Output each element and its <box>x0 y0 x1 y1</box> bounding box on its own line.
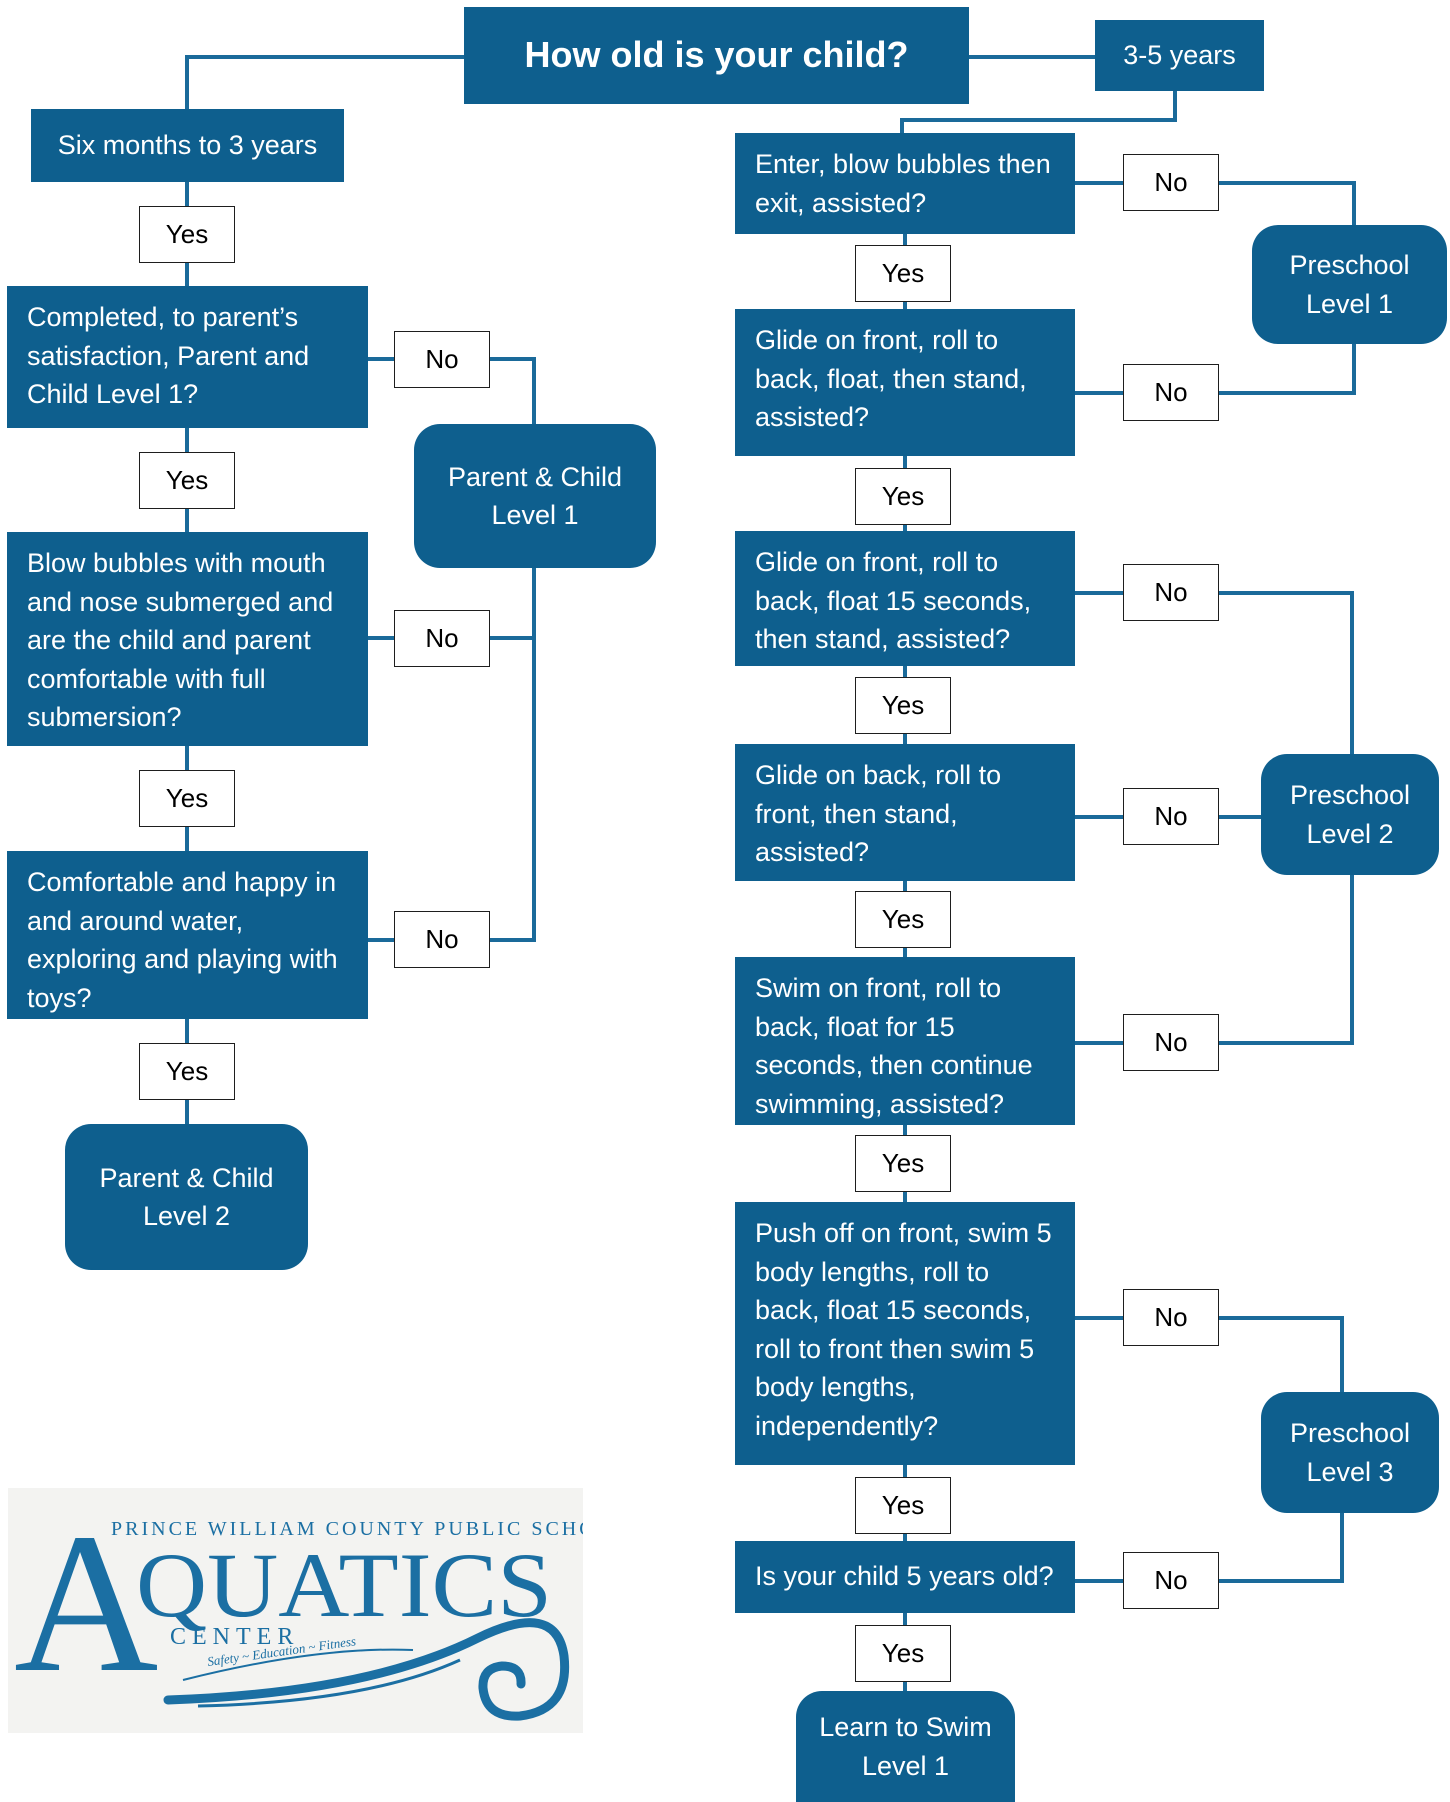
no-label: No <box>1123 364 1219 421</box>
logo-swoosh-line <box>182 1648 414 1681</box>
no-label: No <box>394 911 490 968</box>
yes-label: Yes <box>139 452 235 509</box>
no-label: No <box>1123 788 1219 845</box>
no-label: No <box>394 331 490 388</box>
outcome-preschool-level-3: Preschool Level 3 <box>1261 1392 1439 1513</box>
aquatics-center-logo: PRINCE WILLIAM COUNTY PUBLIC SCHOOLS A Q… <box>8 1488 583 1733</box>
logo-wave-icon <box>163 1618 570 1721</box>
outcome-preschool-level-1: Preschool Level 1 <box>1252 225 1447 344</box>
yes-label: Yes <box>139 1043 235 1100</box>
no-label: No <box>1123 1014 1219 1071</box>
no-label: No <box>394 610 490 667</box>
question-swim-front-float: Swim on front, roll to back, float for 1… <box>735 957 1075 1125</box>
age-six-months-to-3-years: Six months to 3 years <box>31 109 344 182</box>
no-label: No <box>1123 1552 1219 1609</box>
logo-initial-letter: A <box>14 1493 158 1714</box>
yes-label: Yes <box>855 245 951 302</box>
outcome-parent-child-level-1: Parent & Child Level 1 <box>414 424 656 568</box>
question-five-years-old: Is your child 5 years old? <box>735 1541 1075 1613</box>
logo-word: QUATICS <box>136 1534 552 1636</box>
yes-label: Yes <box>855 1625 951 1682</box>
question-glide-back-roll: Glide on back, roll to front, then stand… <box>735 744 1075 881</box>
yes-label: Yes <box>855 677 951 734</box>
question-parent-child-1-completed: Completed, to parent’s satisfaction, Par… <box>7 286 368 428</box>
yes-label: Yes <box>855 1135 951 1192</box>
question-comfortable-in-water: Comfortable and happy in and around wate… <box>7 851 368 1019</box>
question-blow-bubbles-submerged: Blow bubbles with mouth and nose submerg… <box>7 532 368 746</box>
question-glide-front-float-15: Glide on front, roll to back, float 15 s… <box>735 531 1075 666</box>
title-question: How old is your child? <box>464 7 969 104</box>
logo-org-text: PRINCE WILLIAM COUNTY PUBLIC SCHOOLS <box>111 1518 583 1540</box>
yes-label: Yes <box>139 770 235 827</box>
no-label: No <box>1123 1289 1219 1346</box>
yes-label: Yes <box>855 468 951 525</box>
question-glide-front-float: Glide on front, roll to back, float, the… <box>735 309 1075 456</box>
no-label: No <box>1123 154 1219 211</box>
question-enter-blow-bubbles: Enter, blow bubbles then exit, assisted? <box>735 133 1075 234</box>
yes-label: Yes <box>855 1477 951 1534</box>
question-push-off-swim: Push off on front, swim 5 body lengths, … <box>735 1202 1075 1465</box>
outcome-learn-to-swim-level-1: Learn to Swim Level 1 <box>796 1691 1015 1802</box>
outcome-preschool-level-2: Preschool Level 2 <box>1261 754 1439 875</box>
age-3-5-years: 3-5 years <box>1095 20 1264 91</box>
outcome-parent-child-level-2: Parent & Child Level 2 <box>65 1124 308 1270</box>
yes-label: Yes <box>139 206 235 263</box>
no-label: No <box>1123 564 1219 621</box>
logo-center-text: CENTER <box>170 1624 299 1650</box>
yes-label: Yes <box>855 891 951 948</box>
logo-wave-underline <box>197 1658 461 1708</box>
